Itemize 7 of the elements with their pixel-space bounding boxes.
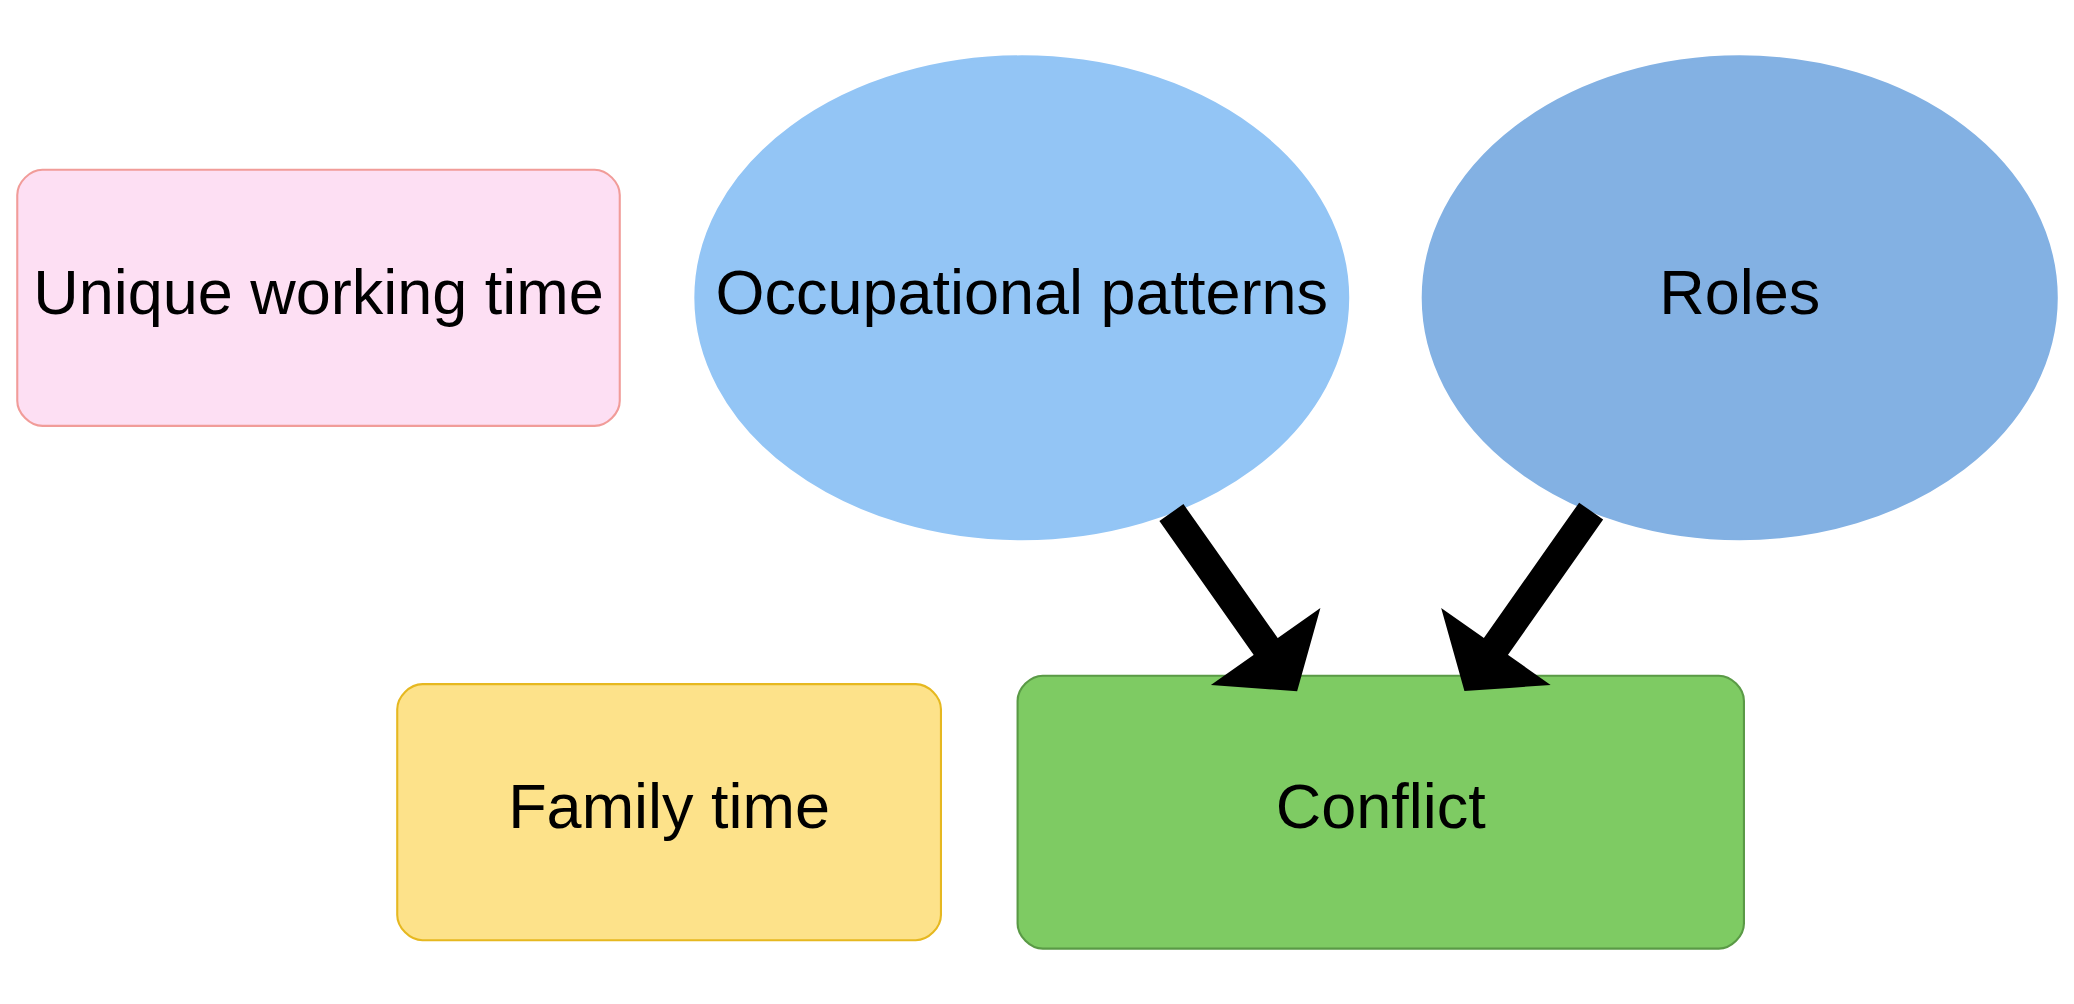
arrow: [1441, 502, 1604, 691]
node-ellipse: Occupational patterns: [694, 54, 1350, 540]
arrow: [1159, 503, 1321, 691]
node-box: Unique working time: [16, 168, 621, 427]
node-ellipse: Roles: [1421, 54, 2058, 540]
node-box: Family time: [396, 682, 942, 941]
node-box: Conflict: [1016, 674, 1745, 950]
